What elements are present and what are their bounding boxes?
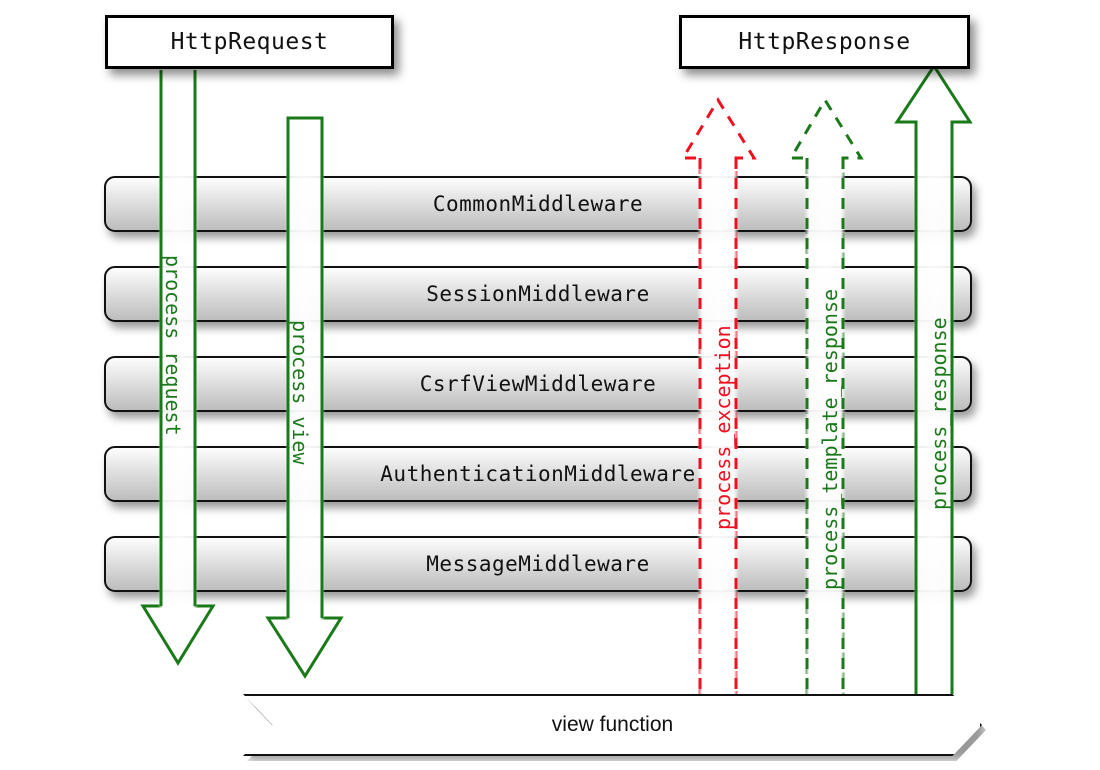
middleware-label: SessionMiddleware: [426, 282, 650, 306]
flow-label-process-view: process_view: [288, 320, 312, 465]
middleware-label: AuthenticationMiddleware: [380, 462, 696, 486]
middleware-label: CsrfViewMiddleware: [419, 372, 657, 396]
flow-label-process-request: process_request: [161, 255, 185, 436]
http-request-label: HttpRequest: [170, 29, 329, 55]
view-function-box: view function: [243, 694, 982, 756]
http-response-box: HttpResponse: [679, 15, 970, 69]
http-request-box: HttpRequest: [105, 15, 394, 69]
http-response-label: HttpResponse: [738, 29, 911, 55]
middleware-label: MessageMiddleware: [426, 552, 650, 576]
middleware-label: CommonMiddleware: [432, 192, 644, 216]
flow-label-process-response: process_response: [927, 317, 951, 510]
flow-label-process-template-response: process_template_response: [818, 288, 842, 590]
view-function-label: view function: [551, 713, 674, 736]
flow-label-process-exception: process_exception: [711, 325, 735, 530]
